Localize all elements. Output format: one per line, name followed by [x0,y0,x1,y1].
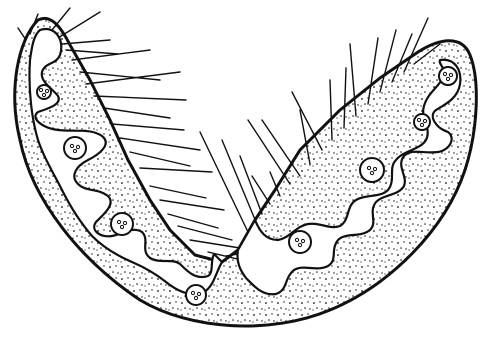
cell-nucleus [414,114,430,130]
cell-nucleus [360,158,384,182]
bristle [190,240,240,248]
bristle [94,96,186,100]
bristle [178,226,232,240]
bristle [104,108,170,118]
bristle [112,124,184,130]
bristle [240,156,262,214]
bristle [222,140,256,222]
cell-nucleus [64,137,86,159]
bristle [200,132,248,232]
cell-nucleus [289,231,311,253]
cell-nucleus [186,285,206,305]
cell-nucleus [111,213,133,235]
bristle [160,200,224,210]
bristle [140,168,212,172]
bristle [168,214,218,228]
bristle [150,186,206,198]
bristle [120,138,200,150]
bristle [130,152,190,166]
cell-nucleus [439,67,457,85]
